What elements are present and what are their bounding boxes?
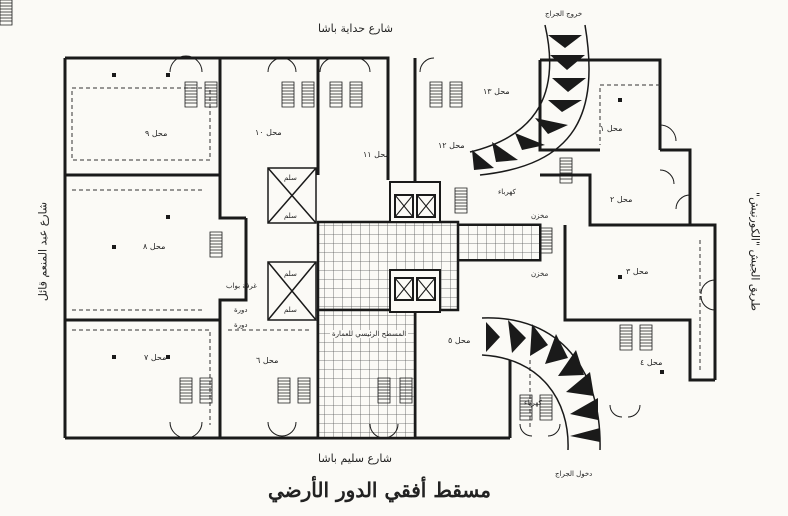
street-label-top: شارع حداية باشا xyxy=(318,22,394,35)
wc-2-label: دورة xyxy=(234,321,248,329)
stair-label-2: سلم xyxy=(284,306,297,314)
shop-11-label: محل ١١ xyxy=(363,150,390,159)
guard-room-label: غرفة بواب xyxy=(226,282,257,290)
garage-exit-label: خروج الجراج xyxy=(545,10,583,18)
electric-room-2-label: كهرباء xyxy=(524,399,542,407)
shop-13-label: محل ١٣ xyxy=(483,87,510,96)
shop-8-label: محل ٨ xyxy=(143,242,166,251)
stair-label-1: سلم xyxy=(284,212,297,220)
shop-12-label: محل ١٢ xyxy=(438,141,465,150)
street-label-bottom: شارع سليم باشا xyxy=(318,452,392,465)
wc-1-label: دورة xyxy=(234,306,248,314)
shop-3-label: محل ٣ xyxy=(626,267,649,276)
atrium-label: المسطح الرئيسي للعمارة xyxy=(330,330,409,338)
lobby-label-2: سلم xyxy=(284,270,297,278)
shop-7-label: محل ٧ xyxy=(144,353,167,362)
electric-room-label: كهرباء xyxy=(498,188,516,196)
street-label-left: شارع عبد المنعم قائل xyxy=(36,201,50,302)
store-1-label: مخزن xyxy=(531,212,549,220)
shop-9-label: محل ٩ xyxy=(145,129,168,138)
street-label-right: طريق الجيش "الكورنيش" xyxy=(748,192,762,311)
shop-6-label: محل ٦ xyxy=(256,356,279,365)
shop-4-label: محل ٤ xyxy=(640,358,663,367)
store-2-label: مخزن xyxy=(531,270,549,278)
drawing-title: مسقط أفقي الدور الأرضي xyxy=(268,478,491,502)
shop-1-label: محل ١ xyxy=(600,124,623,133)
shop-5-label: محل ٥ xyxy=(448,336,471,345)
shop-10-label: محل ١٠ xyxy=(255,128,282,137)
shop-2-label: محل ٢ xyxy=(610,195,633,204)
lobby-label-1: سلم xyxy=(284,174,297,182)
garage-entry-label: دخول الجراج xyxy=(555,470,593,478)
